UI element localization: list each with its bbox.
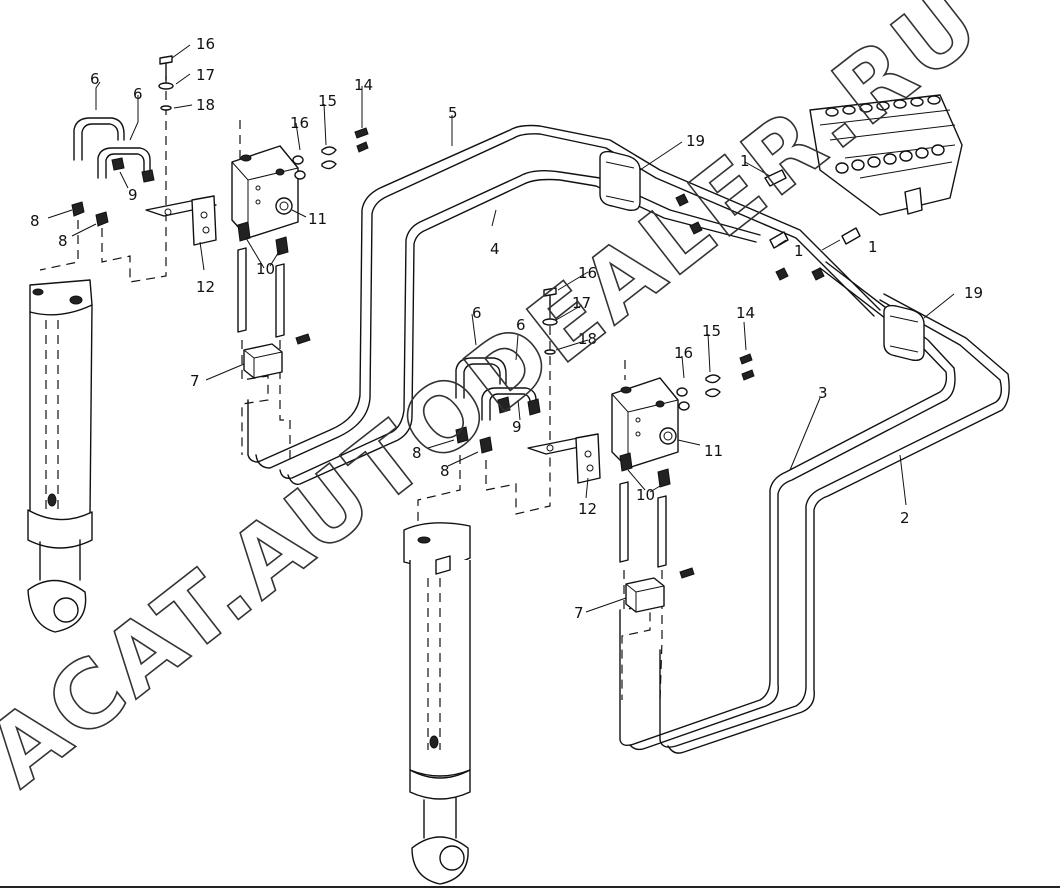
- callout-12: 12: [196, 278, 215, 296]
- center-cylinder: [403, 522, 471, 885]
- callout-9: 9: [128, 186, 138, 204]
- left-cylinder: [27, 279, 93, 633]
- callout-8: 8: [58, 232, 68, 250]
- center-bolts-13-16: [542, 287, 755, 411]
- valve-side-port: [899, 150, 913, 162]
- fitting-1-a: [764, 169, 787, 187]
- callout-17: 17: [572, 294, 591, 312]
- callout-2: 2: [900, 509, 910, 527]
- tube-clamp-upper: [599, 150, 641, 212]
- tube-line-3: [619, 261, 956, 751]
- center-valve-block-11: [611, 377, 679, 469]
- callout-11: 11: [704, 442, 723, 460]
- fitting-tube-ends: [675, 193, 825, 281]
- center-dashed-routing: [417, 300, 626, 525]
- valve-top-port: [825, 107, 839, 117]
- callout-17: 17: [196, 66, 215, 84]
- callout-19-lower: 19: [964, 284, 983, 302]
- callout-13: 14: [736, 304, 755, 322]
- callout-13: 14: [354, 76, 373, 94]
- callout-15: 16: [290, 114, 309, 132]
- callout-14: 15: [318, 92, 337, 110]
- callout-8: 8: [30, 212, 40, 230]
- callout-7: 7: [190, 372, 200, 390]
- callout-7: 7: [574, 604, 584, 622]
- tube-line-4: [279, 169, 761, 485]
- center-u-pipes: [455, 357, 541, 454]
- callout-1: 1: [740, 152, 750, 170]
- center-hoses-10: [619, 452, 671, 701]
- center-bracket-12: [527, 433, 601, 484]
- callout-10: 10: [256, 260, 275, 278]
- callout-9: 9: [512, 418, 522, 436]
- center-bracket-7: [625, 567, 695, 613]
- valve-side-port: [883, 153, 897, 165]
- left-hoses-10: [237, 221, 291, 460]
- callout-5: 5: [448, 104, 458, 122]
- callout-15: 16: [674, 344, 693, 362]
- callout-6: 6: [133, 85, 143, 103]
- callout-6: 6: [90, 70, 100, 88]
- valve-top-port: [927, 95, 941, 105]
- callout-8: 8: [440, 462, 450, 480]
- callout-8: 8: [412, 444, 422, 462]
- callout-1: 1: [794, 242, 804, 260]
- fitting-1-b: [769, 231, 789, 249]
- valve-side-port: [835, 162, 849, 174]
- left-dashed-routing: [39, 75, 241, 283]
- callout-labels: 16 17 18 6 6 9 8 8 16 15 14 5 11 10 12 7…: [30, 35, 983, 622]
- valve-side-port: [851, 159, 865, 171]
- callout-6: 6: [516, 316, 526, 334]
- callout-4: 4: [490, 240, 500, 258]
- left-u-pipes: [71, 117, 155, 227]
- valve-top-port: [842, 105, 856, 115]
- tube-line-2: [659, 293, 1010, 754]
- valve-top-port: [876, 101, 890, 111]
- callout-18-center: 18: [578, 330, 597, 348]
- left-bolts-13-16: [158, 55, 369, 180]
- callout-18: 18: [196, 96, 215, 114]
- bottom-rule: [0, 886, 1060, 888]
- tube-line-5: [247, 124, 881, 469]
- left-bracket-7: [243, 333, 311, 379]
- valve-side-port: [931, 144, 945, 156]
- callout-16: 16: [578, 264, 597, 282]
- tube-clamp-lower: [883, 304, 925, 362]
- left-bracket-12: [145, 195, 217, 246]
- callout-14: 15: [702, 322, 721, 340]
- valve-top-port: [910, 97, 924, 107]
- watermark-text: ACAT.AUTODEALER.RU: [0, 0, 1002, 808]
- leader-lines: [47, 44, 955, 613]
- callout-12: 12: [578, 500, 597, 518]
- callout-11: 11: [308, 210, 327, 228]
- callout-16: 16: [196, 35, 215, 53]
- control-valve: [809, 94, 963, 216]
- left-valve-block-11: [231, 145, 299, 239]
- valve-side-port: [867, 156, 881, 168]
- fitting-1-c: [841, 227, 861, 245]
- callout-3: 3: [818, 384, 828, 402]
- callout-6: 6: [472, 304, 482, 322]
- valve-top-port: [893, 99, 907, 109]
- watermark: ACAT.AUTODEALER.RU: [0, 0, 1002, 808]
- callout-1: 1: [868, 238, 878, 256]
- callout-10: 10: [636, 486, 655, 504]
- valve-side-port: [915, 147, 929, 159]
- valve-top-port: [859, 103, 873, 113]
- callout-19-upper: 19: [686, 132, 705, 150]
